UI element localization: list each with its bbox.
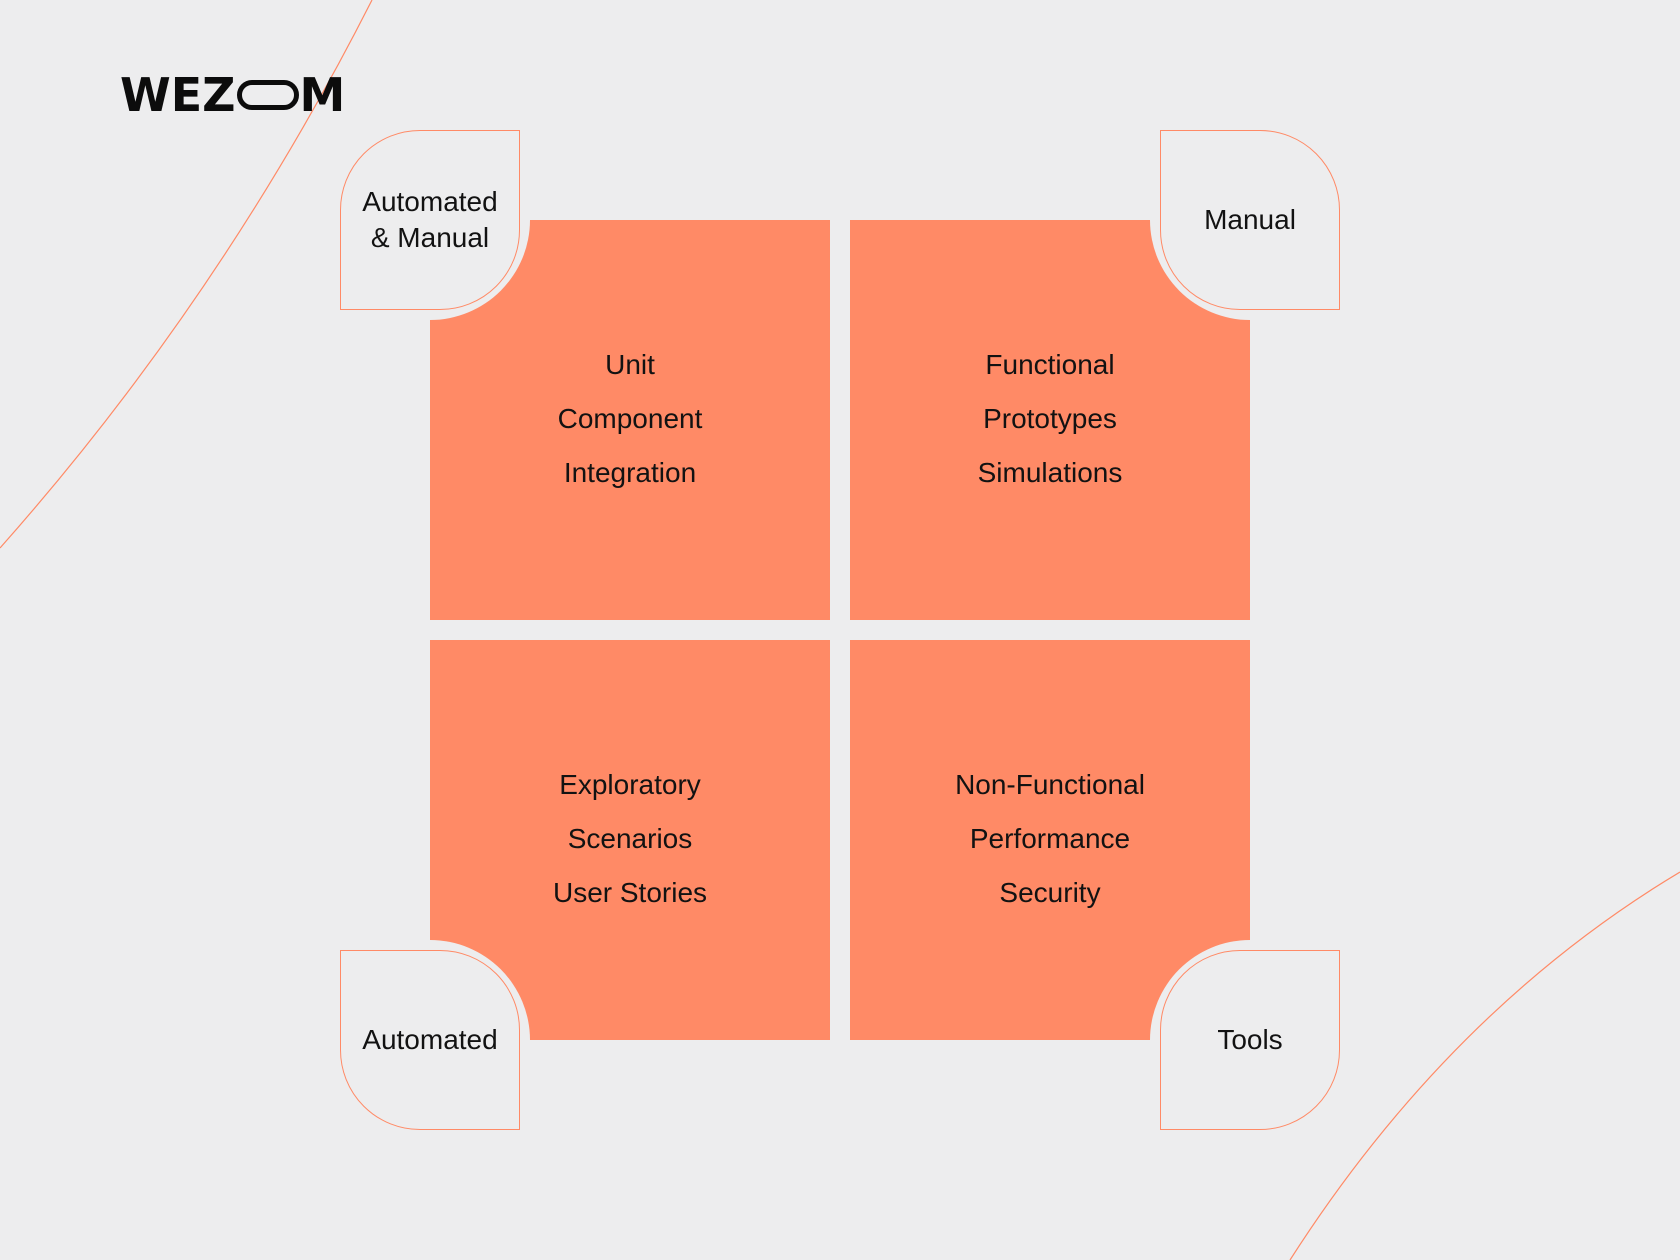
tag-line: Manual [1204, 204, 1296, 235]
logo-o-icon [236, 80, 299, 110]
tag-line: Automated [362, 1024, 498, 1055]
tag-line: Tools [1217, 1024, 1283, 1055]
logo-text-right: M [299, 68, 346, 122]
bottom-right-curve [1289, 871, 1680, 1260]
tag-tools: Tools [1160, 950, 1340, 1130]
tag-line: & Manual [370, 222, 490, 253]
quadrant-line: Component [557, 403, 703, 434]
tag-automated-manual: Automated & Manual [340, 130, 520, 310]
quadrant-line: User Stories [552, 877, 708, 908]
quadrant-line: Exploratory [559, 769, 701, 800]
quadrant-line: Integration [563, 457, 697, 488]
top-left-curve [0, 0, 373, 549]
quadrant-line: Scenarios [567, 823, 693, 854]
quadrant-line: Unit [605, 349, 655, 380]
quadrant-line: Simulations [977, 457, 1123, 488]
quadrant-top-right: Functional Prototypes Simulations [850, 220, 1250, 620]
logo-text-left: WEZ [120, 68, 236, 122]
tag-automated: Automated [340, 950, 520, 1130]
quadrant-line: Security [999, 877, 1101, 908]
quadrant-line: Non-Functional [955, 769, 1145, 800]
quadrant-line: Functional [985, 349, 1115, 380]
tag-line: Automated [362, 186, 498, 217]
quadrant-line: Prototypes [983, 403, 1117, 434]
wezom-logo: WEZ M [120, 72, 345, 118]
quadrant-line: Performance [969, 823, 1131, 854]
tag-manual: Manual [1160, 130, 1340, 310]
